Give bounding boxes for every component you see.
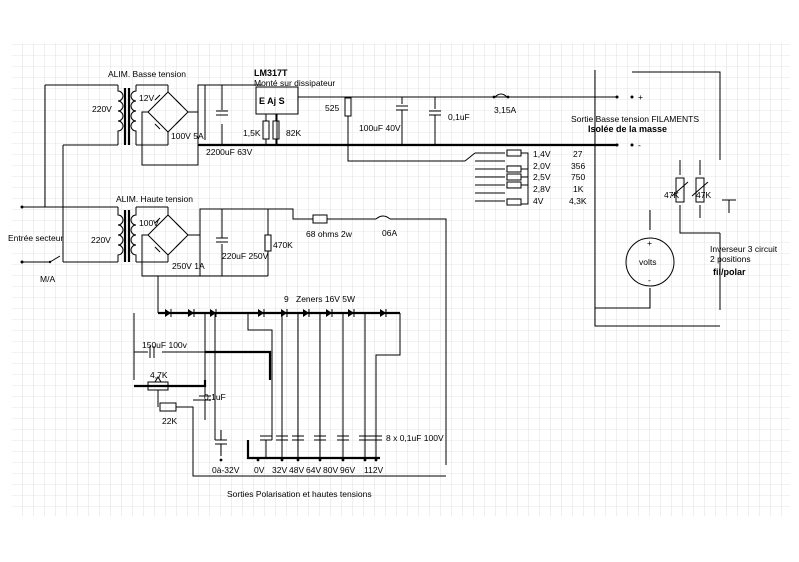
label-220v-bt: 220V bbox=[92, 104, 112, 114]
label-zeners: Zeners 16V 5W bbox=[296, 294, 355, 304]
filament-terminals bbox=[615, 95, 634, 147]
output-caps bbox=[215, 430, 382, 460]
label-bridge-bt: 100V 5A bbox=[171, 131, 204, 141]
label-r750: 750 bbox=[571, 172, 585, 182]
label-isolee: Isolée de la masse bbox=[588, 124, 667, 134]
label-r47k-pot: 4,7K bbox=[150, 370, 168, 380]
label-lm317: LM317T bbox=[254, 68, 288, 78]
label-v4: 4V bbox=[533, 196, 544, 206]
voltmeter bbox=[625, 237, 675, 287]
lv-caps bbox=[396, 97, 441, 145]
label-bridge-ht: 250V 1A bbox=[172, 261, 205, 271]
label-volts: volts bbox=[639, 257, 656, 267]
label-c220: 220uF 250V bbox=[222, 251, 269, 261]
high-voltage-bridge bbox=[141, 207, 201, 277]
filter-cap-220 bbox=[216, 237, 228, 243]
label-r22k: 22K bbox=[162, 416, 177, 426]
label-c8x: 8 x 0,1uF 100V bbox=[386, 433, 444, 443]
meter-leads bbox=[594, 70, 721, 327]
reg-resistors bbox=[262, 97, 465, 162]
low-voltage-bridge bbox=[141, 85, 199, 166]
lv-rectified-rail bbox=[197, 84, 262, 145]
label-v25: 2,5V bbox=[533, 172, 551, 182]
label-minus-bt: - bbox=[638, 140, 641, 150]
label-r47b: 47K bbox=[696, 190, 711, 200]
filter-cap-2200 bbox=[216, 110, 228, 116]
label-r47a: 47K bbox=[664, 190, 679, 200]
label-r15k: 1,5K bbox=[243, 128, 261, 138]
zener-stroke bbox=[170, 309, 387, 317]
label-inverseur: Inverseur 3 circuit bbox=[710, 244, 778, 254]
label-100v: 100V bbox=[139, 218, 159, 228]
label-entree: Entrée secteur bbox=[8, 233, 63, 243]
label-r43k: 4,3K bbox=[569, 196, 587, 206]
fuse-315a bbox=[492, 93, 510, 99]
filament-selector bbox=[464, 149, 529, 206]
label-sortie-bt: Sortie Basse tension FILAMENTS bbox=[571, 114, 699, 124]
label-positions: 2 positions bbox=[710, 254, 751, 264]
label-out-0a32: 0à-32V bbox=[212, 465, 240, 475]
label-12v: 12V bbox=[139, 93, 154, 103]
label-out-112: 112V bbox=[364, 465, 384, 475]
label-alim-ht: ALIM. Haute tension bbox=[116, 194, 193, 204]
cap-150uf bbox=[149, 346, 155, 358]
label-plus-meter: + bbox=[647, 238, 652, 248]
switch-lever bbox=[722, 199, 736, 213]
low-voltage-transformer bbox=[44, 84, 168, 262]
label-v28: 2,8V bbox=[533, 184, 551, 194]
label-minus-meter: - bbox=[648, 275, 651, 285]
label-reg-pins: E Aj S bbox=[259, 96, 285, 106]
pot-47k bbox=[147, 376, 205, 407]
label-out-32: 32V bbox=[272, 465, 287, 475]
cap-01uf-bias bbox=[199, 386, 211, 420]
label-c150: 150uF 100v bbox=[142, 340, 188, 350]
label-sorties: Sorties Polarisation et hautes tensions bbox=[227, 489, 372, 499]
fuse-06a bbox=[375, 215, 391, 220]
label-out-96: 96V bbox=[340, 465, 355, 475]
label-v14: 1,4V bbox=[533, 149, 551, 159]
label-220v-ht: 220V bbox=[91, 235, 111, 245]
output-terminals bbox=[219, 458, 378, 462]
label-v20: 2,0V bbox=[533, 161, 551, 171]
label-r1k: 1K bbox=[573, 184, 584, 194]
label-out-80: 80V bbox=[323, 465, 338, 475]
high-voltage-transformer bbox=[117, 206, 168, 263]
label-c100: 100uF 40V bbox=[359, 123, 401, 133]
label-out-48: 48V bbox=[289, 465, 304, 475]
label-fuse06: 06A bbox=[382, 228, 397, 238]
label-c01b: 0,1uF bbox=[204, 392, 226, 402]
label-r27: 27 bbox=[573, 149, 583, 159]
mains-input bbox=[20, 205, 118, 264]
label-r470k: 470K bbox=[273, 240, 293, 250]
hv-rail bbox=[199, 208, 447, 465]
label-ma: M/A bbox=[40, 274, 55, 284]
label-fuse315: 3,15A bbox=[494, 105, 517, 115]
label-out-0: 0V bbox=[254, 465, 265, 475]
resistor-68ohm bbox=[312, 214, 328, 224]
tap-lines bbox=[133, 313, 401, 440]
label-c01a: 0,1uF bbox=[448, 112, 470, 122]
resistor-470k bbox=[264, 234, 272, 252]
label-r82k: 82K bbox=[286, 128, 301, 138]
label-r525: 525 bbox=[325, 103, 339, 113]
label-out-64: 64V bbox=[306, 465, 321, 475]
label-filpolar: fil/polar bbox=[713, 267, 746, 277]
label-r68: 68 ohms 2w bbox=[306, 229, 353, 239]
label-c2200: 2200uF 63V bbox=[206, 147, 253, 157]
label-alim-bt: ALIM. Basse tension bbox=[108, 69, 186, 79]
label-r356: 356 bbox=[571, 161, 585, 171]
label-nine: 9 bbox=[284, 294, 289, 304]
label-plus-bt: + bbox=[638, 92, 643, 102]
thermistor-pair bbox=[671, 177, 709, 203]
label-dissipateur: Monté sur dissipateur bbox=[254, 78, 335, 88]
